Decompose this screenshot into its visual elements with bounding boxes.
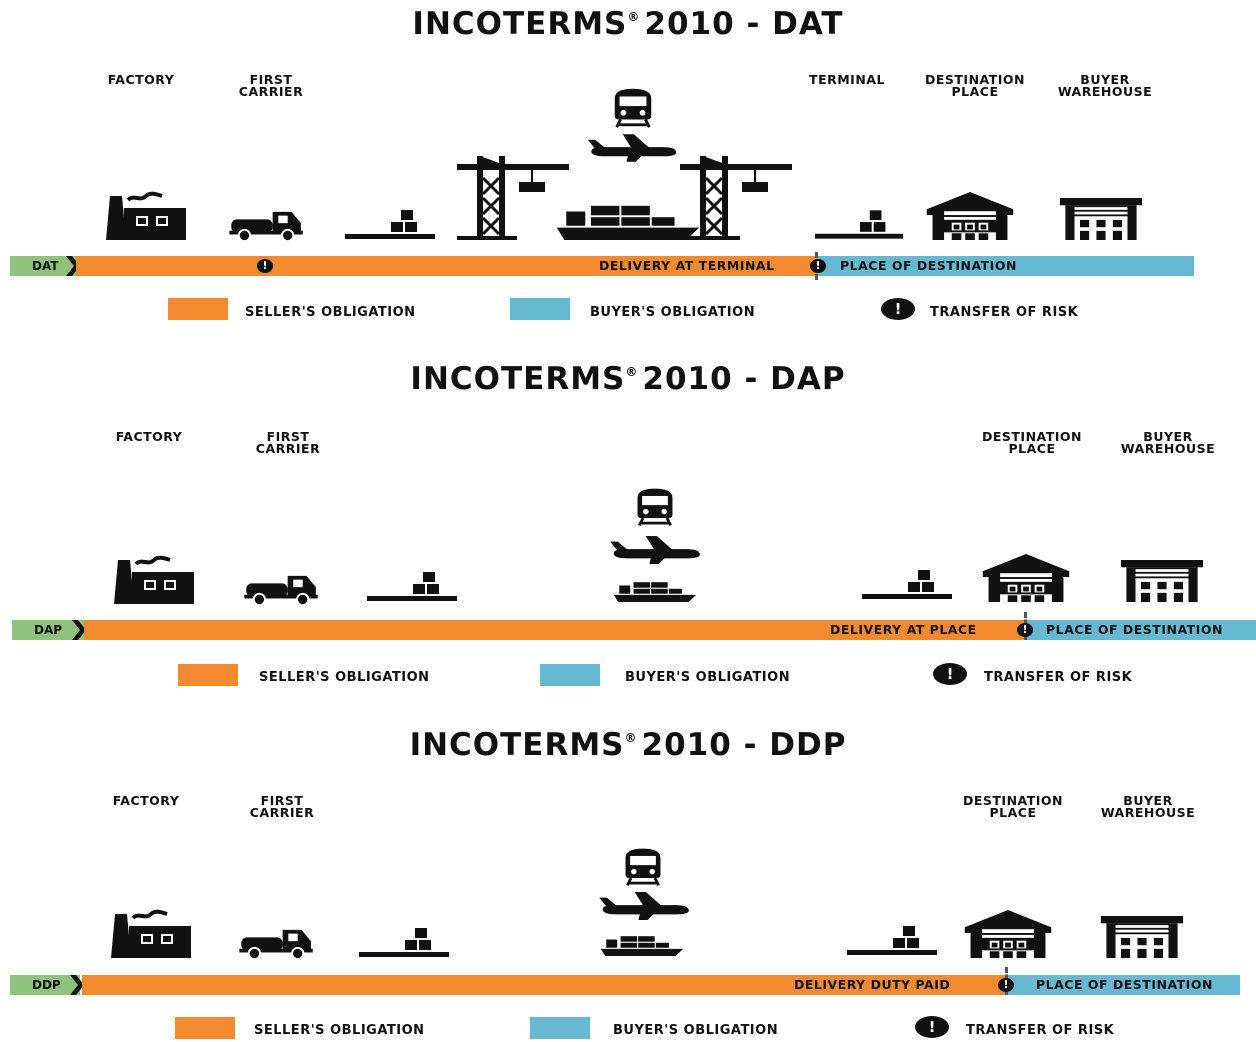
factory-icon [105,908,195,958]
legend-seller-swatch [175,1017,235,1039]
registered-mark: ® [624,731,638,745]
title-suffix: 2010 - DDP [641,727,847,763]
legend-risk-icon: ! [881,298,915,320]
pallet-icon [358,926,450,958]
term-code-bar [12,620,84,640]
legend-buyer-swatch [510,298,570,320]
term-code: DAP [34,623,63,637]
seller-label: DELIVERY AT TERMINAL [599,258,775,273]
buyer-label: PLACE OF DESTINATION [1046,622,1223,637]
legend-seller-label: SELLER'S OBLIGATION [245,305,416,320]
legend-seller-swatch [168,298,228,320]
legend-risk-label: TRANSFER OF RISK [966,1023,1115,1038]
legend-buyer-swatch [540,664,600,686]
risk-marker: ! [810,259,826,273]
panel-dat: INCOTERMS®2010 - DAT FACTORY FIRST CARRI… [0,0,1256,340]
legend-risk-icon: ! [915,1016,949,1038]
buyer-obligation-bar [1026,620,1256,640]
warehouse-icon [963,910,1053,958]
location-terminal: TERMINAL [809,72,885,87]
panel-title: INCOTERMS®2010 - DDP [0,727,1256,763]
buyer-warehouse-icon [1097,916,1187,958]
chevron-right-icon [70,975,84,995]
truck-icon [238,928,316,960]
location-factory: FACTORY [112,793,180,808]
location-destination-place: DESTINATION PLACE [962,793,1064,820]
location-destination-place: DESTINATION PLACE [981,429,1083,456]
pallet-icon [846,924,938,956]
title-text: INCOTERMS [409,727,625,763]
location-factory: FACTORY [115,429,183,444]
buyer-label: PLACE OF DESTINATION [840,258,1017,273]
legend-seller-label: SELLER'S OBLIGATION [259,670,430,685]
location-first-carrier: FIRST CARRIER [249,793,315,820]
seller-obligation-bar [84,620,1026,640]
location-buyer-warehouse: BUYER WAREHOUSE [1120,429,1216,456]
plane-icon [596,892,692,920]
term-code-bar [10,975,80,995]
location-buyer-warehouse: BUYER WAREHOUSE [1057,72,1153,99]
legend-buyer-label: BUYER'S OBLIGATION [590,305,756,320]
legend-buyer-label: BUYER'S OBLIGATION [613,1023,779,1038]
location-buyer-warehouse: BUYER WAREHOUSE [1100,793,1196,820]
term-code-bar [10,256,76,276]
buyer-obligation-bar [1007,975,1240,995]
registered-mark: ® [627,10,641,24]
location-first-carrier: FIRST CARRIER [255,429,321,456]
legend-buyer-swatch [530,1017,590,1039]
location-destination-place: DESTINATION PLACE [924,72,1026,99]
risk-marker: ! [998,978,1014,992]
legend-buyer-label: BUYER'S OBLIGATION [625,670,791,685]
panel-dap: INCOTERMS®2010 - DAP FACTORY FIRST CARRI… [0,361,1256,686]
seller-label: DELIVERY DUTY PAID [794,977,951,992]
legend-seller-swatch [178,664,238,686]
seller-obligation-bar [82,975,1007,995]
train-icon [620,848,666,886]
location-first-carrier: FIRST CARRIER [238,72,304,99]
risk-marker: ! [1017,623,1033,637]
location-factory: FACTORY [107,72,175,87]
term-code: DAT [32,259,59,273]
title-text: INCOTERMS [410,361,626,397]
risk-marker: ! [257,259,273,273]
panel-title: INCOTERMS®2010 - DAT [0,6,1256,42]
registered-mark: ® [625,365,639,379]
title-suffix: 2010 - DAT [644,6,844,42]
legend-seller-label: SELLER'S OBLIGATION [254,1023,425,1038]
term-code: DDP [32,978,61,992]
title-text: INCOTERMS [412,6,628,42]
title-suffix: 2010 - DAP [642,361,846,397]
ship-icon [594,934,690,956]
panel-title: INCOTERMS®2010 - DAP [0,361,1256,397]
buyer-obligation-bar [817,256,1194,276]
chevron-right-icon [72,620,86,640]
legend-risk-label: TRANSFER OF RISK [984,670,1133,685]
legend-risk-icon: ! [933,663,967,685]
legend-risk-label: TRANSFER OF RISK [930,305,1079,320]
buyer-label: PLACE OF DESTINATION [1036,977,1213,992]
seller-label: DELIVERY AT PLACE [830,622,977,637]
